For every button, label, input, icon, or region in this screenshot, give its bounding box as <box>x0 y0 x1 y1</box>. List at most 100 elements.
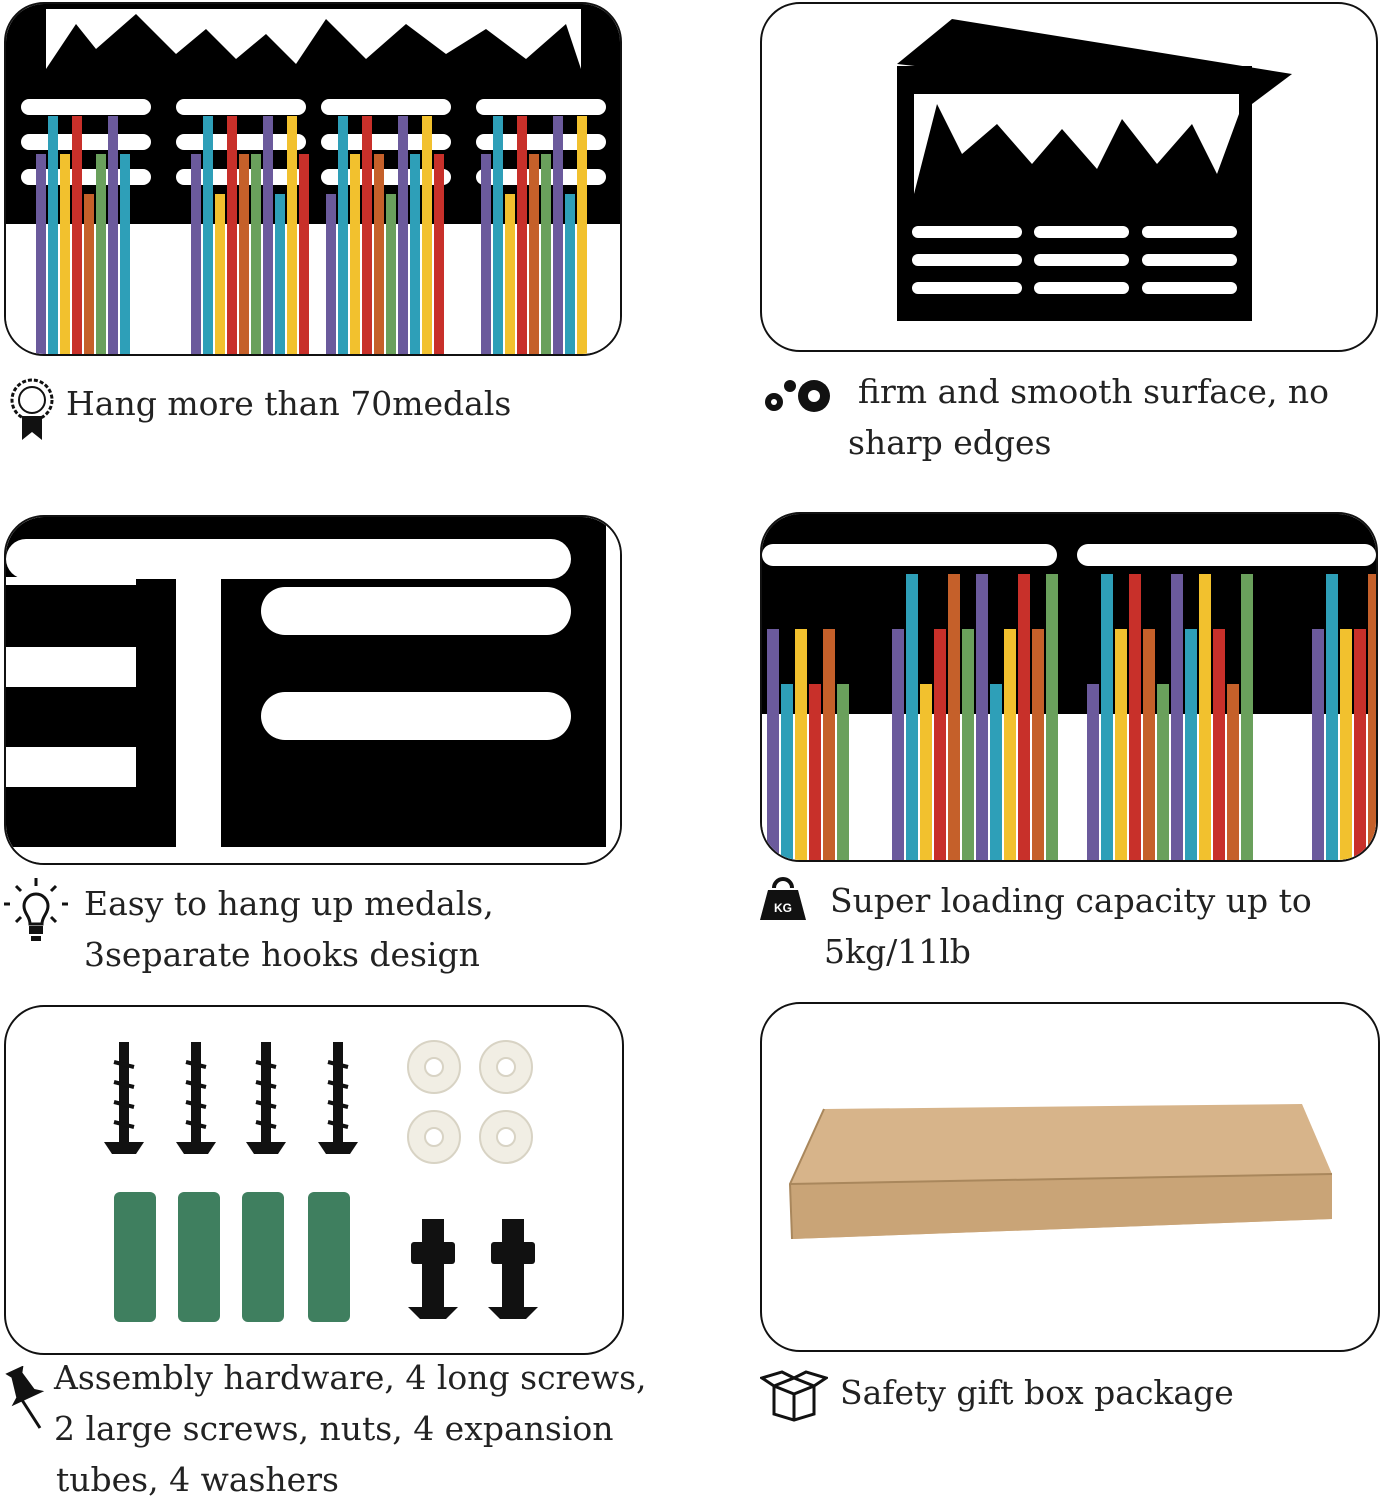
weight-badge-text: KG <box>774 901 792 915</box>
ribbon-stripe <box>1227 684 1239 860</box>
hardware-caption-line2: 2 large screws, nuts, 4 expansion <box>54 1409 614 1448</box>
ribbon-stripe <box>990 684 1002 860</box>
ribbon-stripe <box>493 116 503 354</box>
hooks-closeup-photo <box>4 515 622 865</box>
ribbon-stripe <box>96 154 106 354</box>
ribbon-stripe <box>1185 629 1197 860</box>
hooks-illustration <box>6 517 620 863</box>
ribbon-stripe <box>1157 684 1169 860</box>
ribbon-stripe <box>1087 684 1099 860</box>
ribbon-stripe <box>108 116 118 354</box>
ribbon-stripe <box>362 116 372 354</box>
medal-rack-photo <box>4 2 622 356</box>
ribbon-stripe <box>434 154 444 354</box>
ribbon-stripe <box>529 154 539 354</box>
ribbon-stripe <box>1241 574 1253 860</box>
award-ribbon-icon <box>8 376 56 442</box>
lightbulb-icon <box>2 876 70 948</box>
ribbon-stripe <box>505 194 515 354</box>
ribbon-stripe <box>398 116 408 354</box>
ribbon-stripe <box>1326 574 1338 860</box>
hardware-illustration <box>104 1040 538 1322</box>
ribbon-stripe <box>338 116 348 354</box>
ribbon-stripe <box>1004 629 1016 860</box>
surface-caption-line2: sharp edges <box>848 423 1052 462</box>
ribbon-stripe <box>1199 574 1211 860</box>
hardware-kit-photo <box>4 1005 624 1355</box>
long-screws <box>104 1042 358 1154</box>
ribbon-stripe <box>1354 629 1366 860</box>
ribbon-stripe <box>326 194 336 354</box>
rack-shelf-illustration <box>897 19 1292 321</box>
ribbon-stripe <box>215 194 225 354</box>
ribbon-stripe <box>1115 629 1127 860</box>
ribbon-stripe <box>203 116 213 354</box>
ribbon-stripe <box>809 684 821 860</box>
ribbon-stripe <box>374 154 384 354</box>
ribbon-stripe <box>1312 629 1324 860</box>
ribbon-stripe <box>350 154 360 354</box>
ribbon-stripe <box>263 116 273 354</box>
ribbon-stripe <box>565 194 575 354</box>
ribbon-stripe <box>287 116 297 354</box>
ribbon-stripe <box>823 629 835 860</box>
hooks-caption-line2: 3separate hooks design <box>84 935 480 974</box>
gift-box-illustration <box>788 1104 1333 1240</box>
ribbon-stripe <box>577 116 587 354</box>
ribbon-stripe <box>191 154 201 354</box>
ribbon-stripe <box>275 194 285 354</box>
expansion-tubes <box>114 1192 350 1322</box>
ribbon-stripe <box>48 116 58 354</box>
ribbon-stripe <box>72 116 82 354</box>
ribbon-stripe <box>920 684 932 860</box>
gears-icon <box>760 374 836 416</box>
ribbon-stripe <box>1143 629 1155 860</box>
ribbon-stripe <box>795 629 807 860</box>
loaded-rack-illustration <box>762 514 1376 860</box>
ribbon-stripe <box>892 629 904 860</box>
ribbon-stripe <box>517 116 527 354</box>
ribbon-stripe <box>1368 574 1376 860</box>
open-box-icon <box>760 1368 828 1422</box>
ribbon-stripe <box>239 154 249 354</box>
surface-caption-line1: firm and smooth surface, no <box>858 372 1330 411</box>
ribbon-stripe <box>410 154 420 354</box>
ribbon-stripe <box>36 154 46 354</box>
ribbon-stripe <box>251 154 261 354</box>
ribbon-stripe <box>84 194 94 354</box>
ribbon-stripe <box>837 684 849 860</box>
kettlebell-weight-icon: KG <box>760 874 806 922</box>
ribbon-stripe <box>934 629 946 860</box>
ribbon-stripe <box>1129 574 1141 860</box>
ribbon-stripe <box>781 684 793 860</box>
medals-caption: Hang more than 70medals <box>66 384 512 423</box>
medal-rack-illustration <box>6 4 620 354</box>
hardware-caption-line1: Assembly hardware, 4 long screws, <box>54 1358 647 1397</box>
ribbon-stripe <box>481 154 491 354</box>
ribbon-stripe <box>948 574 960 860</box>
ribbon-stripe <box>60 154 70 354</box>
large-screws-with-nuts <box>408 1219 538 1319</box>
ribbon-stripe <box>541 154 551 354</box>
ribbon-stripe <box>227 116 237 354</box>
ribbon-stripe <box>906 574 918 860</box>
ribbon-stripe <box>1213 629 1225 860</box>
hardware-caption-line3: tubes, 4 washers <box>56 1460 339 1499</box>
rack-with-shelf-photo <box>760 2 1378 352</box>
ribbon-stripe <box>553 116 563 354</box>
ribbon-stripe <box>767 629 779 860</box>
gift-box-photo <box>760 1002 1380 1352</box>
ribbon-stripe <box>976 574 988 860</box>
washers <box>407 1040 533 1164</box>
loaded-rack-photo <box>760 512 1378 862</box>
ribbon-stripe <box>422 116 432 354</box>
pushpin-icon <box>2 1366 48 1432</box>
ribbon-stripe <box>120 154 130 354</box>
package-caption: Safety gift box package <box>840 1373 1234 1412</box>
capacity-caption-line2: 5kg/11lb <box>824 932 971 971</box>
ribbon-stripe <box>1018 574 1030 860</box>
ribbon-stripe <box>1101 574 1113 860</box>
ribbon-stripe <box>1032 629 1044 860</box>
ribbon-stripe <box>386 194 396 354</box>
ribbon-stripe <box>1340 629 1352 860</box>
